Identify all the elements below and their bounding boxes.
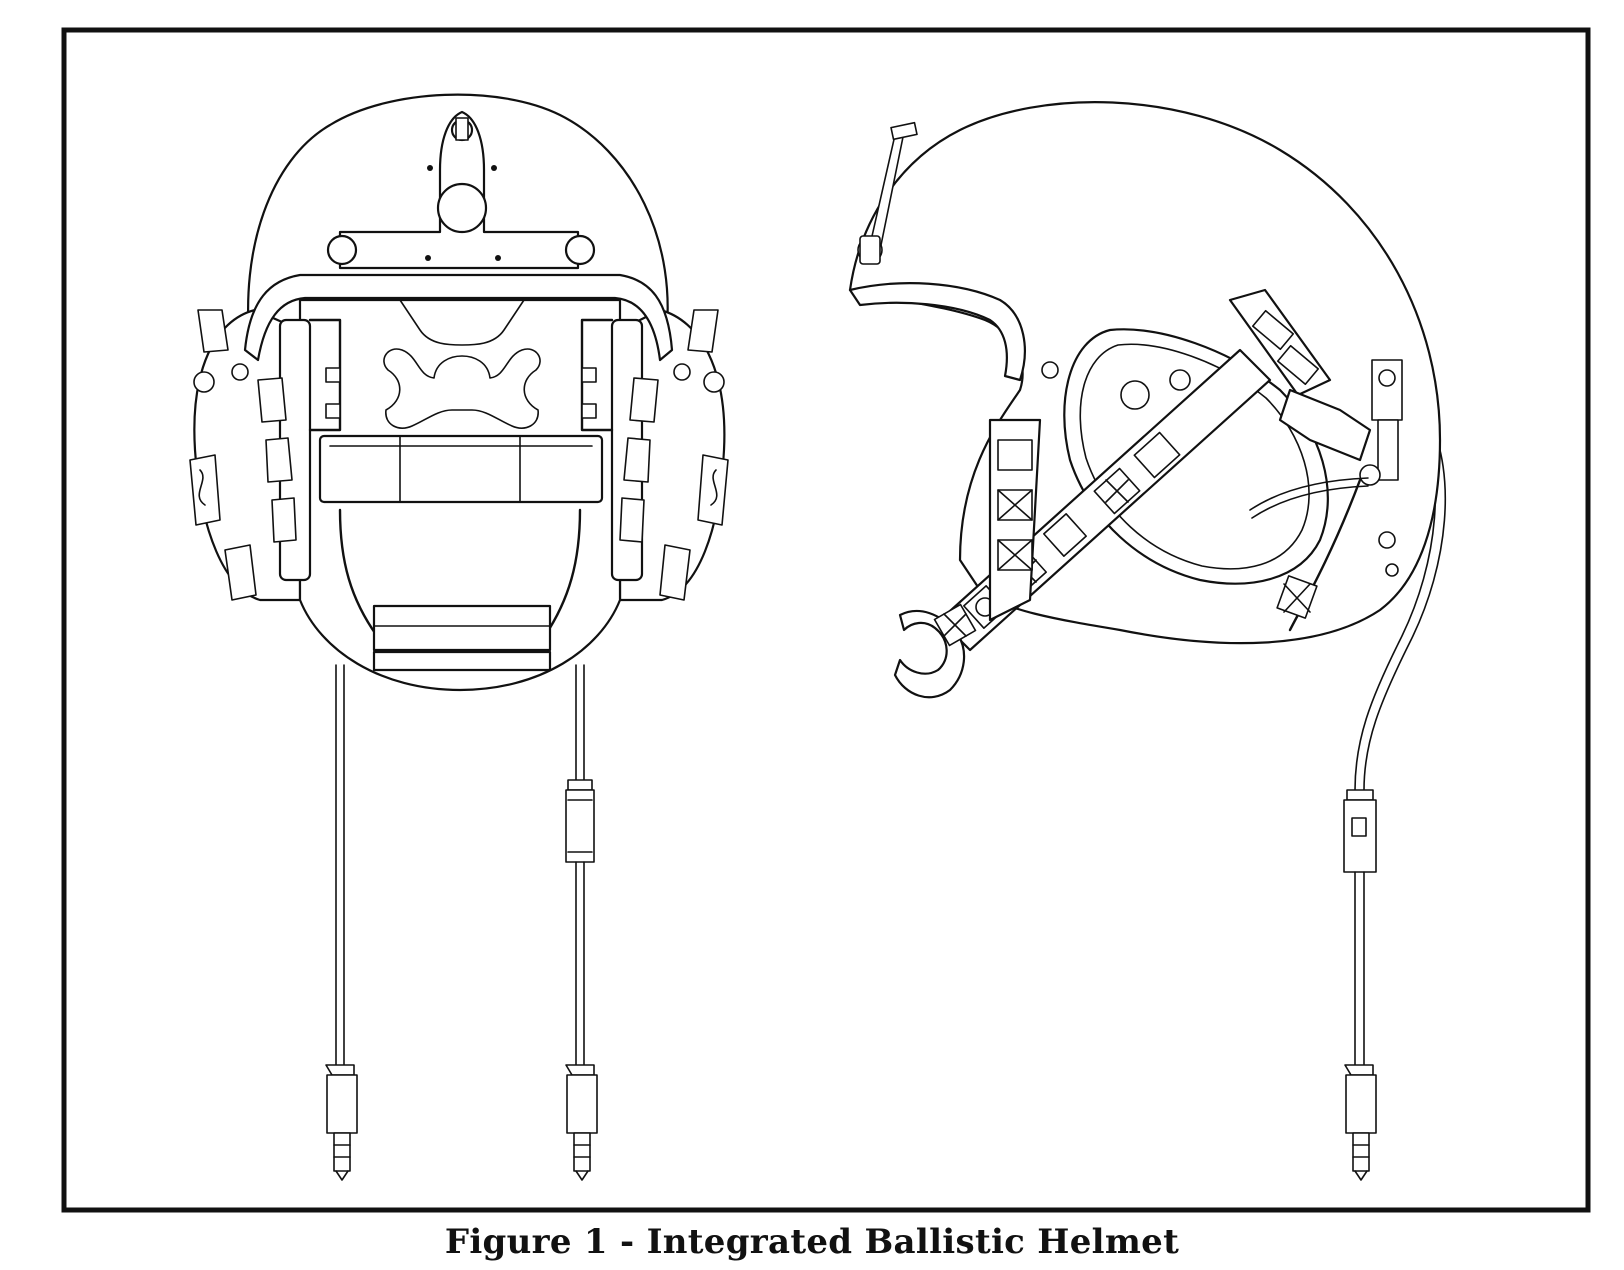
figure-caption: Figure 1 - Integrated Ballistic Helmet bbox=[444, 1222, 1180, 1262]
front-crown-pad bbox=[383, 348, 541, 429]
front-left-straps bbox=[189, 309, 297, 601]
helmet-side-view-icon bbox=[848, 101, 1447, 1181]
front-nape-pad bbox=[372, 604, 552, 652]
front-headband bbox=[318, 434, 604, 504]
side-cable bbox=[1343, 419, 1447, 1181]
helmet-front-view-icon bbox=[189, 93, 729, 1181]
figure-border bbox=[61, 27, 1591, 1213]
front-cable-left bbox=[325, 664, 358, 1181]
front-cable-right bbox=[565, 664, 598, 1181]
front-right-straps bbox=[619, 309, 729, 601]
